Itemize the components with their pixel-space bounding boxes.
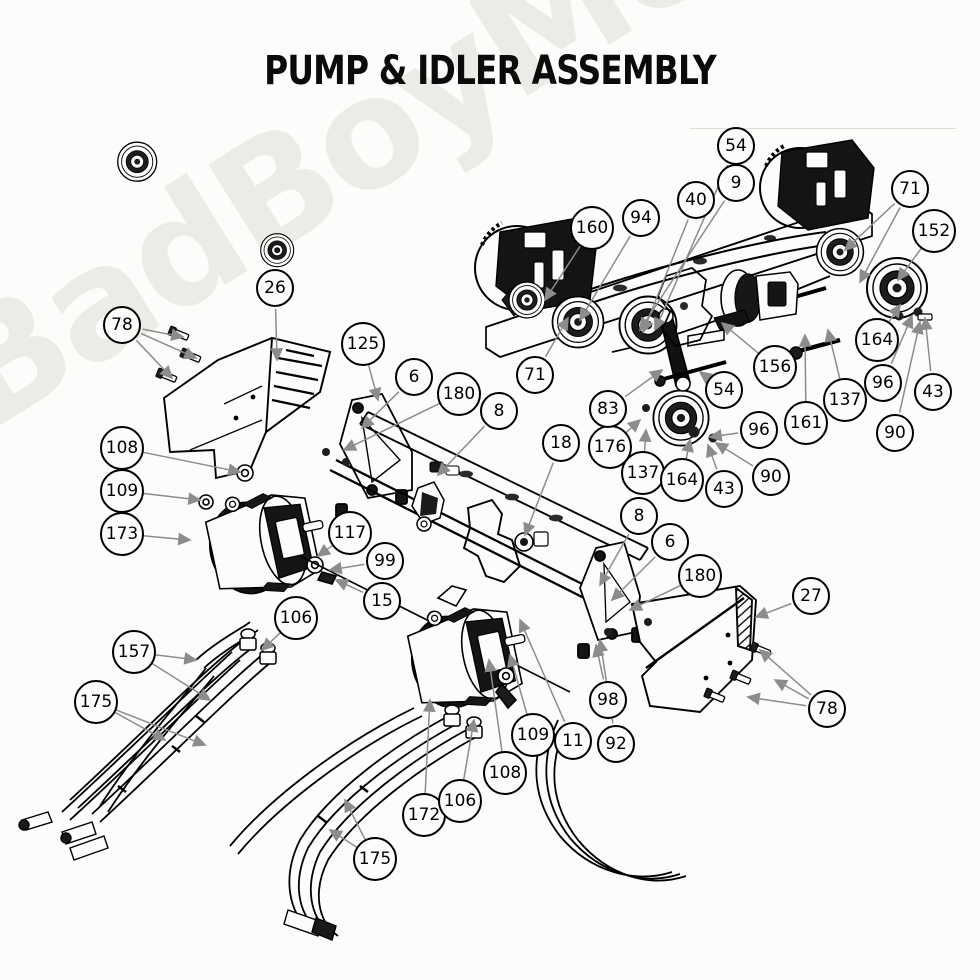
callout-bubble-152[interactable]: 152 [912,209,956,253]
callout-bubble-27[interactable]: 27 [792,577,830,615]
callout-bubble-83[interactable]: 83 [589,390,627,428]
callout-bubble-90[interactable]: 90 [752,458,790,496]
callout-bubble-54[interactable]: 54 [717,127,755,165]
callout-bubble-160[interactable]: 160 [570,206,614,250]
callout-bubble-8[interactable]: 8 [620,497,658,535]
callout-bubble-106[interactable]: 106 [274,596,318,640]
callout-bubble-157[interactable]: 157 [112,630,156,674]
callout-bubble-92[interactable]: 92 [597,725,635,763]
callout-bubble-11[interactable]: 11 [554,722,592,760]
callout-bubble-108[interactable]: 108 [483,751,527,795]
callout-bubble-96[interactable]: 96 [864,364,902,402]
callout-bubble-98[interactable]: 98 [589,681,627,719]
callout-bubble-109[interactable]: 109 [100,469,144,513]
header-rule [690,128,956,129]
callout-bubble-78[interactable]: 78 [808,690,846,728]
callout-bubble-164[interactable]: 164 [855,318,899,362]
callout-bubble-173[interactable]: 173 [100,512,144,556]
callout-bubble-176[interactable]: 176 [588,425,632,469]
callout-bubble-180[interactable]: 180 [437,372,481,416]
callout-bubble-71[interactable]: 71 [891,170,929,208]
page-title: PUMP & IDLER ASSEMBLY [264,48,717,94]
callout-bubble-164[interactable]: 164 [660,458,704,502]
callout-bubble-175[interactable]: 175 [74,680,118,724]
callout-bubble-9[interactable]: 9 [717,164,755,202]
callout-bubble-180[interactable]: 180 [678,554,722,598]
callout-bubble-90[interactable]: 90 [876,414,914,452]
callout-bubble-18[interactable]: 18 [542,424,580,462]
callout-bubble-109[interactable]: 109 [511,713,555,757]
callout-bubble-78[interactable]: 78 [103,306,141,344]
callout-bubble-15[interactable]: 15 [363,582,401,620]
callout-bubble-137[interactable]: 137 [621,451,665,495]
callout-bubble-43[interactable]: 43 [914,373,952,411]
callout-bubble-54[interactable]: 54 [705,371,743,409]
callout-bubble-96[interactable]: 96 [740,411,778,449]
callout-bubble-71[interactable]: 71 [516,356,554,394]
callout-bubble-156[interactable]: 156 [753,345,797,389]
callout-bubble-117[interactable]: 117 [328,511,372,555]
callout-bubble-43[interactable]: 43 [705,470,743,508]
callout-bubble-8[interactable]: 8 [480,392,518,430]
callout-bubble-137[interactable]: 137 [823,378,867,422]
callout-bubble-40[interactable]: 40 [677,181,715,219]
callout-bubble-161[interactable]: 161 [784,401,828,445]
callout-bubble-6[interactable]: 6 [395,358,433,396]
callout-bubble-99[interactable]: 99 [366,542,404,580]
callout-bubble-106[interactable]: 106 [438,779,482,823]
callout-bubble-175[interactable]: 175 [353,837,397,881]
callout-bubble-125[interactable]: 125 [341,322,385,366]
callout-bubble-108[interactable]: 108 [100,426,144,470]
callout-bubble-94[interactable]: 94 [622,199,660,237]
callout-bubble-26[interactable]: 26 [256,269,294,307]
callout-bubble-6[interactable]: 6 [651,523,689,561]
